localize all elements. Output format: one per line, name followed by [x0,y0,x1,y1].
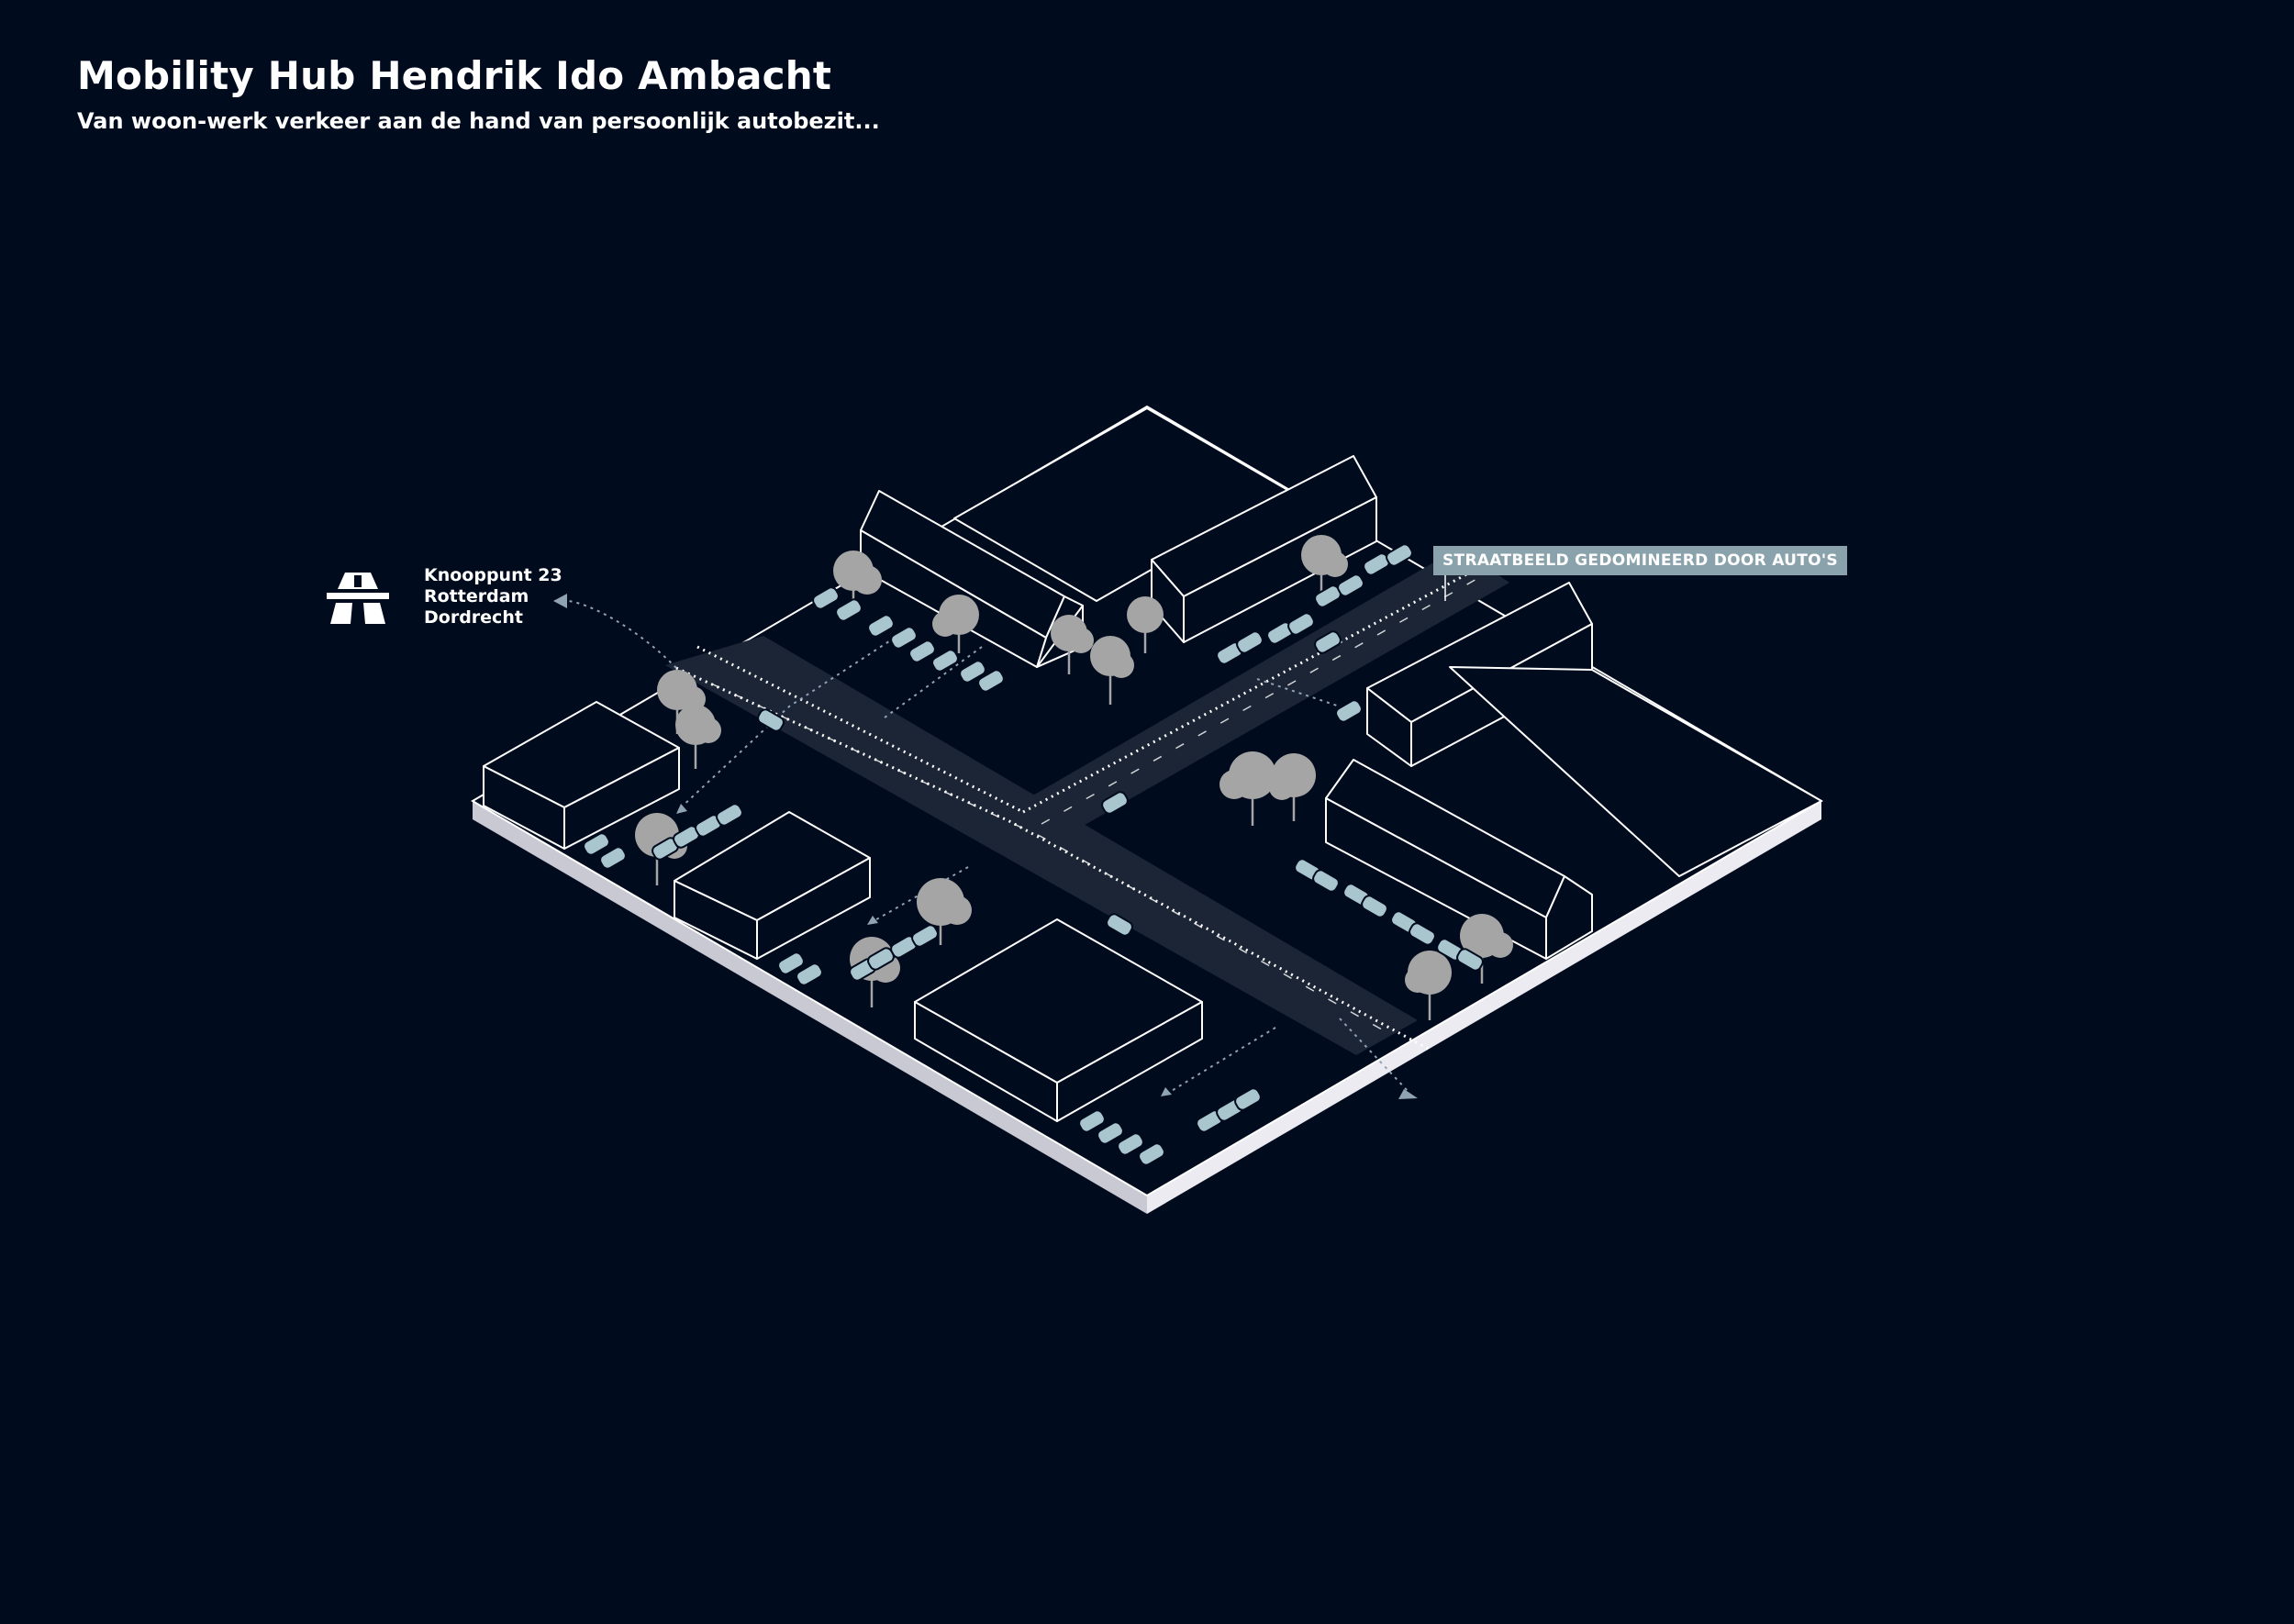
route-line-2: Rotterdam [424,586,529,606]
callout-label: STRAATBEELD GEDOMINEERD DOOR AUTO'S [1433,546,1847,575]
traffic-flow-arrows [568,600,1409,1093]
arrow-heads [553,594,1418,1099]
route-line-3: Dordrecht [424,607,523,628]
page-subtitle: Van woon-werk verkeer aan de hand van pe… [77,108,880,134]
page-title: Mobility Hub Hendrik Ido Ambacht [77,53,832,98]
route-label: Knooppunt 23 Rotterdam Dordrecht [424,565,562,628]
motorway-icon [327,573,389,624]
road [665,548,1509,1055]
parked-cars [583,543,1484,1166]
buildings [483,407,1822,1122]
base-platform [471,405,1823,1214]
route-line-1: Knooppunt 23 [424,565,562,585]
